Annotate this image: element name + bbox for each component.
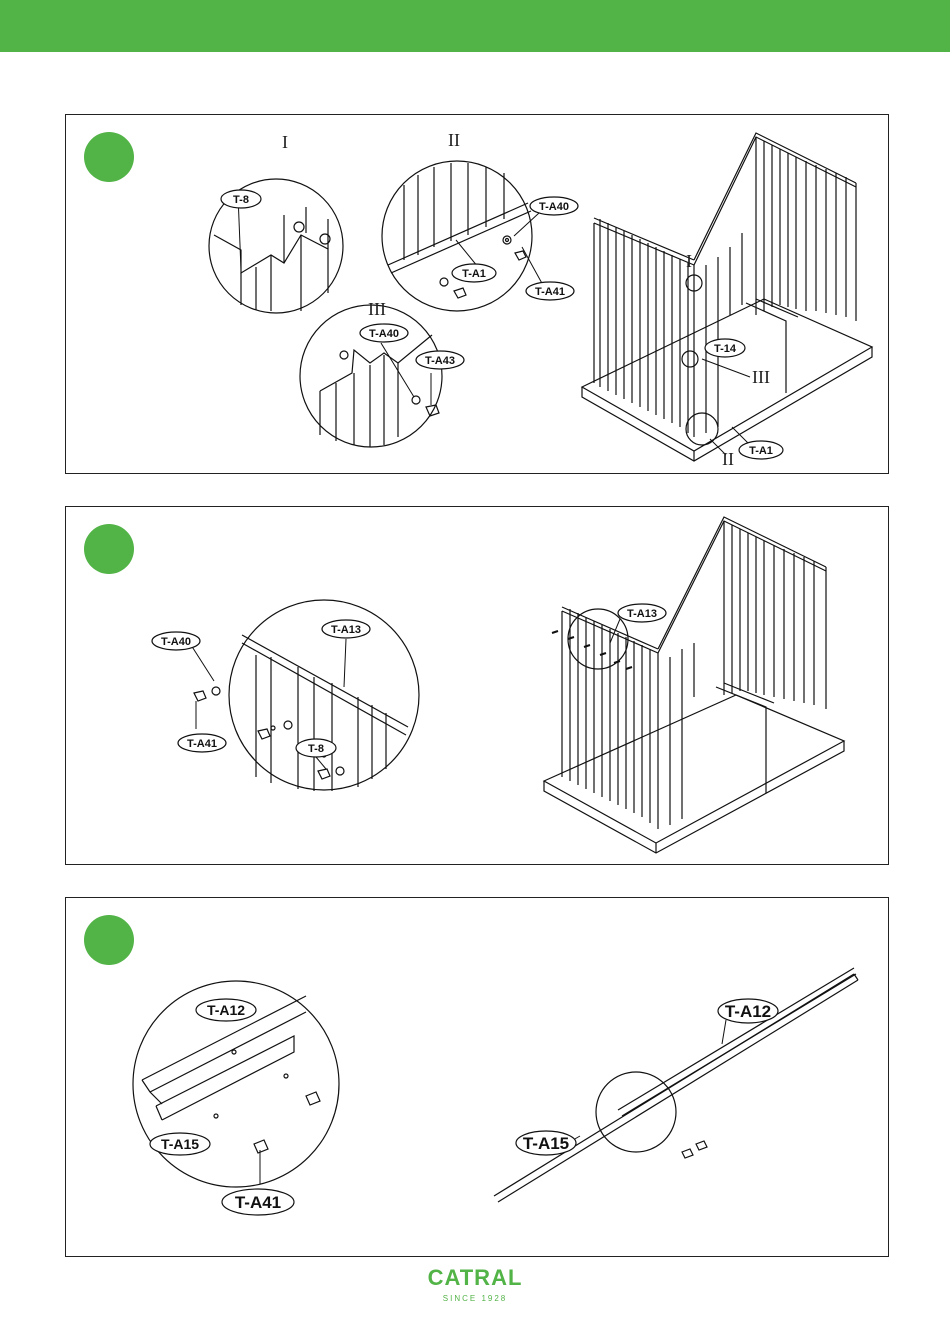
panel-1-labels: I II III T-8 T-A40 T-A1 T-A41 T-A40 T-A4… [221, 130, 783, 469]
part-label-t-a13-main: T-A13 [627, 608, 657, 620]
part-label-t-a40: T-A40 [539, 201, 569, 213]
step-2-illustration: T-A40 T-A13 T-A41 T-8 T-A13 [66, 507, 890, 866]
step-panel-3: T-A12 T-A15 T-A41 T-A12 T-A15 [65, 897, 889, 1257]
step-panel-1: I II III T-8 T-A40 T-A1 T-A41 T-A40 T-A4… [65, 114, 889, 474]
step-3-illustration: T-A12 T-A15 T-A41 T-A12 T-A15 [66, 898, 890, 1258]
roman-label-ii: II [448, 130, 460, 150]
brand-since: SINCE 1928 [0, 1294, 950, 1303]
part-label-t-a41: T-A41 [535, 286, 565, 298]
rail-assembly-3 [494, 968, 858, 1202]
step-1-illustration: I II III T-8 T-A40 T-A1 T-A41 T-A40 T-A4… [66, 115, 890, 475]
part-label-t-14: T-14 [714, 343, 737, 355]
shed-assembly-2 [544, 517, 844, 853]
roman-label-i: I [282, 132, 288, 152]
part-label-t-a40: T-A40 [369, 328, 399, 340]
brand-logo: CATRAL SINCE 1928 [0, 1266, 950, 1303]
brand-name: CATRAL [0, 1266, 950, 1290]
part-label-t-8: T-8 [308, 743, 324, 755]
roman-label-ii-main: II [722, 449, 734, 469]
part-label-t-a41: T-A41 [235, 1193, 281, 1212]
roman-label-iii-main: III [752, 367, 770, 387]
part-label-t-a1: T-A1 [462, 268, 486, 280]
header-bar [0, 0, 950, 52]
roman-label-i-main: I [686, 251, 692, 271]
part-label-t-a15: T-A15 [161, 1136, 199, 1152]
detail-ii-circle [382, 161, 544, 311]
part-label-t-a1-main: T-A1 [749, 445, 773, 457]
shed-assembly-1 [582, 133, 872, 461]
detail-circle-2 [191, 600, 419, 791]
part-label-t-a40: T-A40 [161, 636, 191, 648]
part-label-t-a12-main: T-A12 [725, 1002, 771, 1021]
step-panel-2: T-A40 T-A13 T-A41 T-8 T-A13 [65, 506, 889, 865]
part-label-t-a41: T-A41 [187, 738, 217, 750]
part-label-t-a43: T-A43 [425, 355, 455, 367]
part-label-t-a12: T-A12 [207, 1002, 245, 1018]
part-label-t-8: T-8 [233, 194, 249, 206]
roman-label-iii: III [368, 299, 386, 319]
panel-3-labels: T-A12 T-A15 T-A41 T-A12 T-A15 [150, 999, 778, 1215]
part-label-t-a13: T-A13 [331, 624, 361, 636]
panel-2-labels: T-A40 T-A13 T-A41 T-8 T-A13 [152, 604, 666, 757]
part-label-t-a15-main: T-A15 [523, 1134, 569, 1153]
